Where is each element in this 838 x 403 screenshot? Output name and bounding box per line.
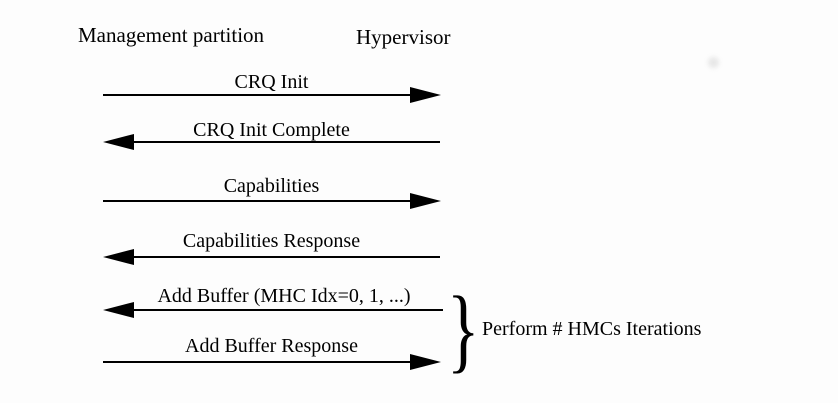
arrow-line bbox=[103, 361, 413, 363]
arrowhead-left-icon bbox=[103, 249, 134, 265]
message-label-crq-init: CRQ Init bbox=[234, 71, 309, 93]
message-label-capabilities-response: Capabilities Response bbox=[182, 230, 361, 252]
arrow-line bbox=[103, 200, 413, 202]
arrow-line bbox=[131, 141, 440, 143]
message-label-crq-init-complete: CRQ Init Complete bbox=[193, 119, 350, 141]
scan-smudge-dot bbox=[708, 57, 719, 68]
iteration-brace: } bbox=[447, 278, 480, 382]
arrow-line bbox=[131, 309, 443, 311]
arrowhead-right-icon bbox=[410, 354, 441, 370]
arrow-line bbox=[131, 256, 440, 258]
arrow-line bbox=[103, 94, 413, 96]
message-label-add-buffer-response: Add Buffer Response bbox=[185, 335, 358, 357]
message-label-capabilities: Capabilities bbox=[223, 175, 320, 197]
arrowhead-left-icon bbox=[103, 302, 134, 318]
arrowhead-right-icon bbox=[410, 193, 441, 209]
arrowhead-left-icon bbox=[103, 134, 134, 150]
iteration-annotation-label: Perform # HMCs Iterations bbox=[482, 318, 702, 340]
arrowhead-right-icon bbox=[410, 87, 441, 103]
message-label-add-buffer: Add Buffer (MHC Idx=0, 1, ...) bbox=[157, 285, 411, 307]
participant-hypervisor: Hypervisor bbox=[356, 25, 451, 49]
participant-management-partition: Management partition bbox=[78, 23, 265, 47]
